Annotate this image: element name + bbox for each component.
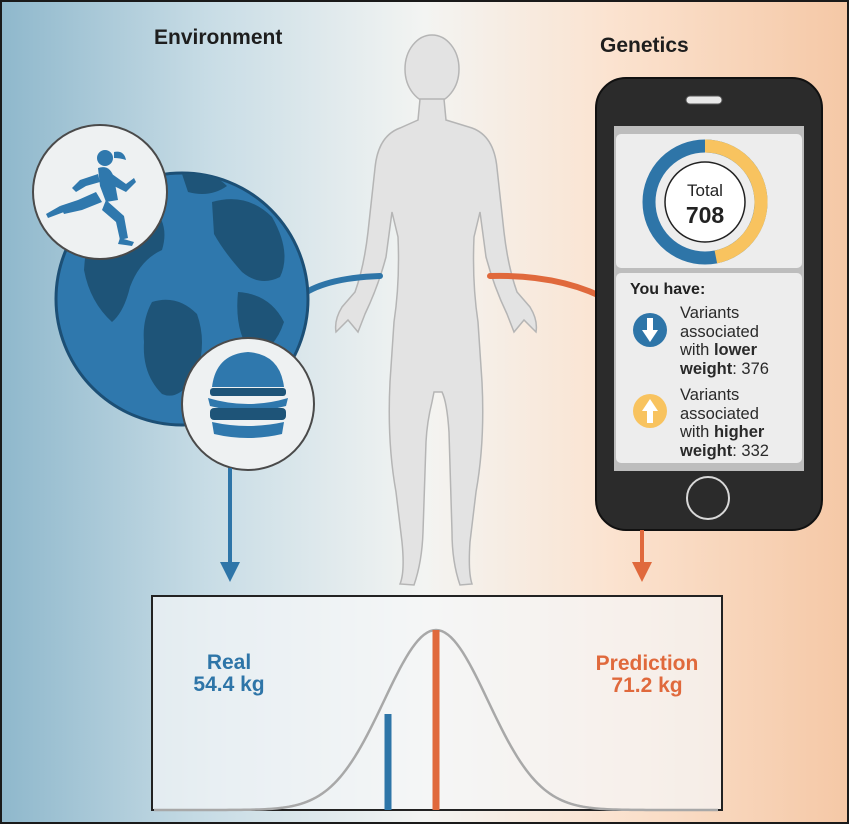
runner-icon	[32, 124, 168, 260]
variant-higher-emph: higher	[713, 423, 765, 441]
you-have-label: You have:	[630, 281, 706, 298]
variant-lower-prefix: Variants associated with	[680, 304, 759, 359]
total-value: 708	[685, 202, 725, 228]
variant-lower-count: : 376	[732, 359, 769, 378]
prediction-value: 71.2 kg	[611, 674, 683, 697]
environment-heading: Environment	[154, 26, 283, 49]
variant-lower-emph: lower	[713, 341, 758, 359]
arrow-up-icon	[633, 394, 667, 428]
variant-lower-text: Variants associated with lower weight: 3…	[680, 304, 790, 378]
donut-segment-higher	[704, 139, 768, 264]
genetics-arrowhead	[632, 562, 652, 582]
variant-higher-prefix: Variants associated with	[680, 386, 759, 441]
total-label: Total	[687, 181, 723, 200]
real-label: Real	[206, 651, 252, 674]
real-weight-label: Real 54.4 kg	[174, 652, 284, 696]
variant-higher-text: Variants associated with higher weight: …	[680, 386, 790, 460]
real-value: 54.4 kg	[193, 673, 265, 696]
environment-arrowhead	[220, 562, 240, 582]
variant-higher-count: : 332	[732, 441, 769, 460]
variant-lower-weight: weight	[680, 359, 733, 378]
burger-icon	[181, 337, 315, 471]
prediction-weight-label: Prediction 71.2 kg	[577, 653, 717, 697]
human-silhouette-icon	[334, 34, 538, 586]
arrow-down-icon	[633, 313, 667, 347]
variants-donut	[642, 139, 768, 265]
genetics-heading: Genetics	[600, 34, 689, 57]
variant-higher-weight: weight	[680, 441, 733, 460]
prediction-label: Prediction	[595, 652, 699, 675]
